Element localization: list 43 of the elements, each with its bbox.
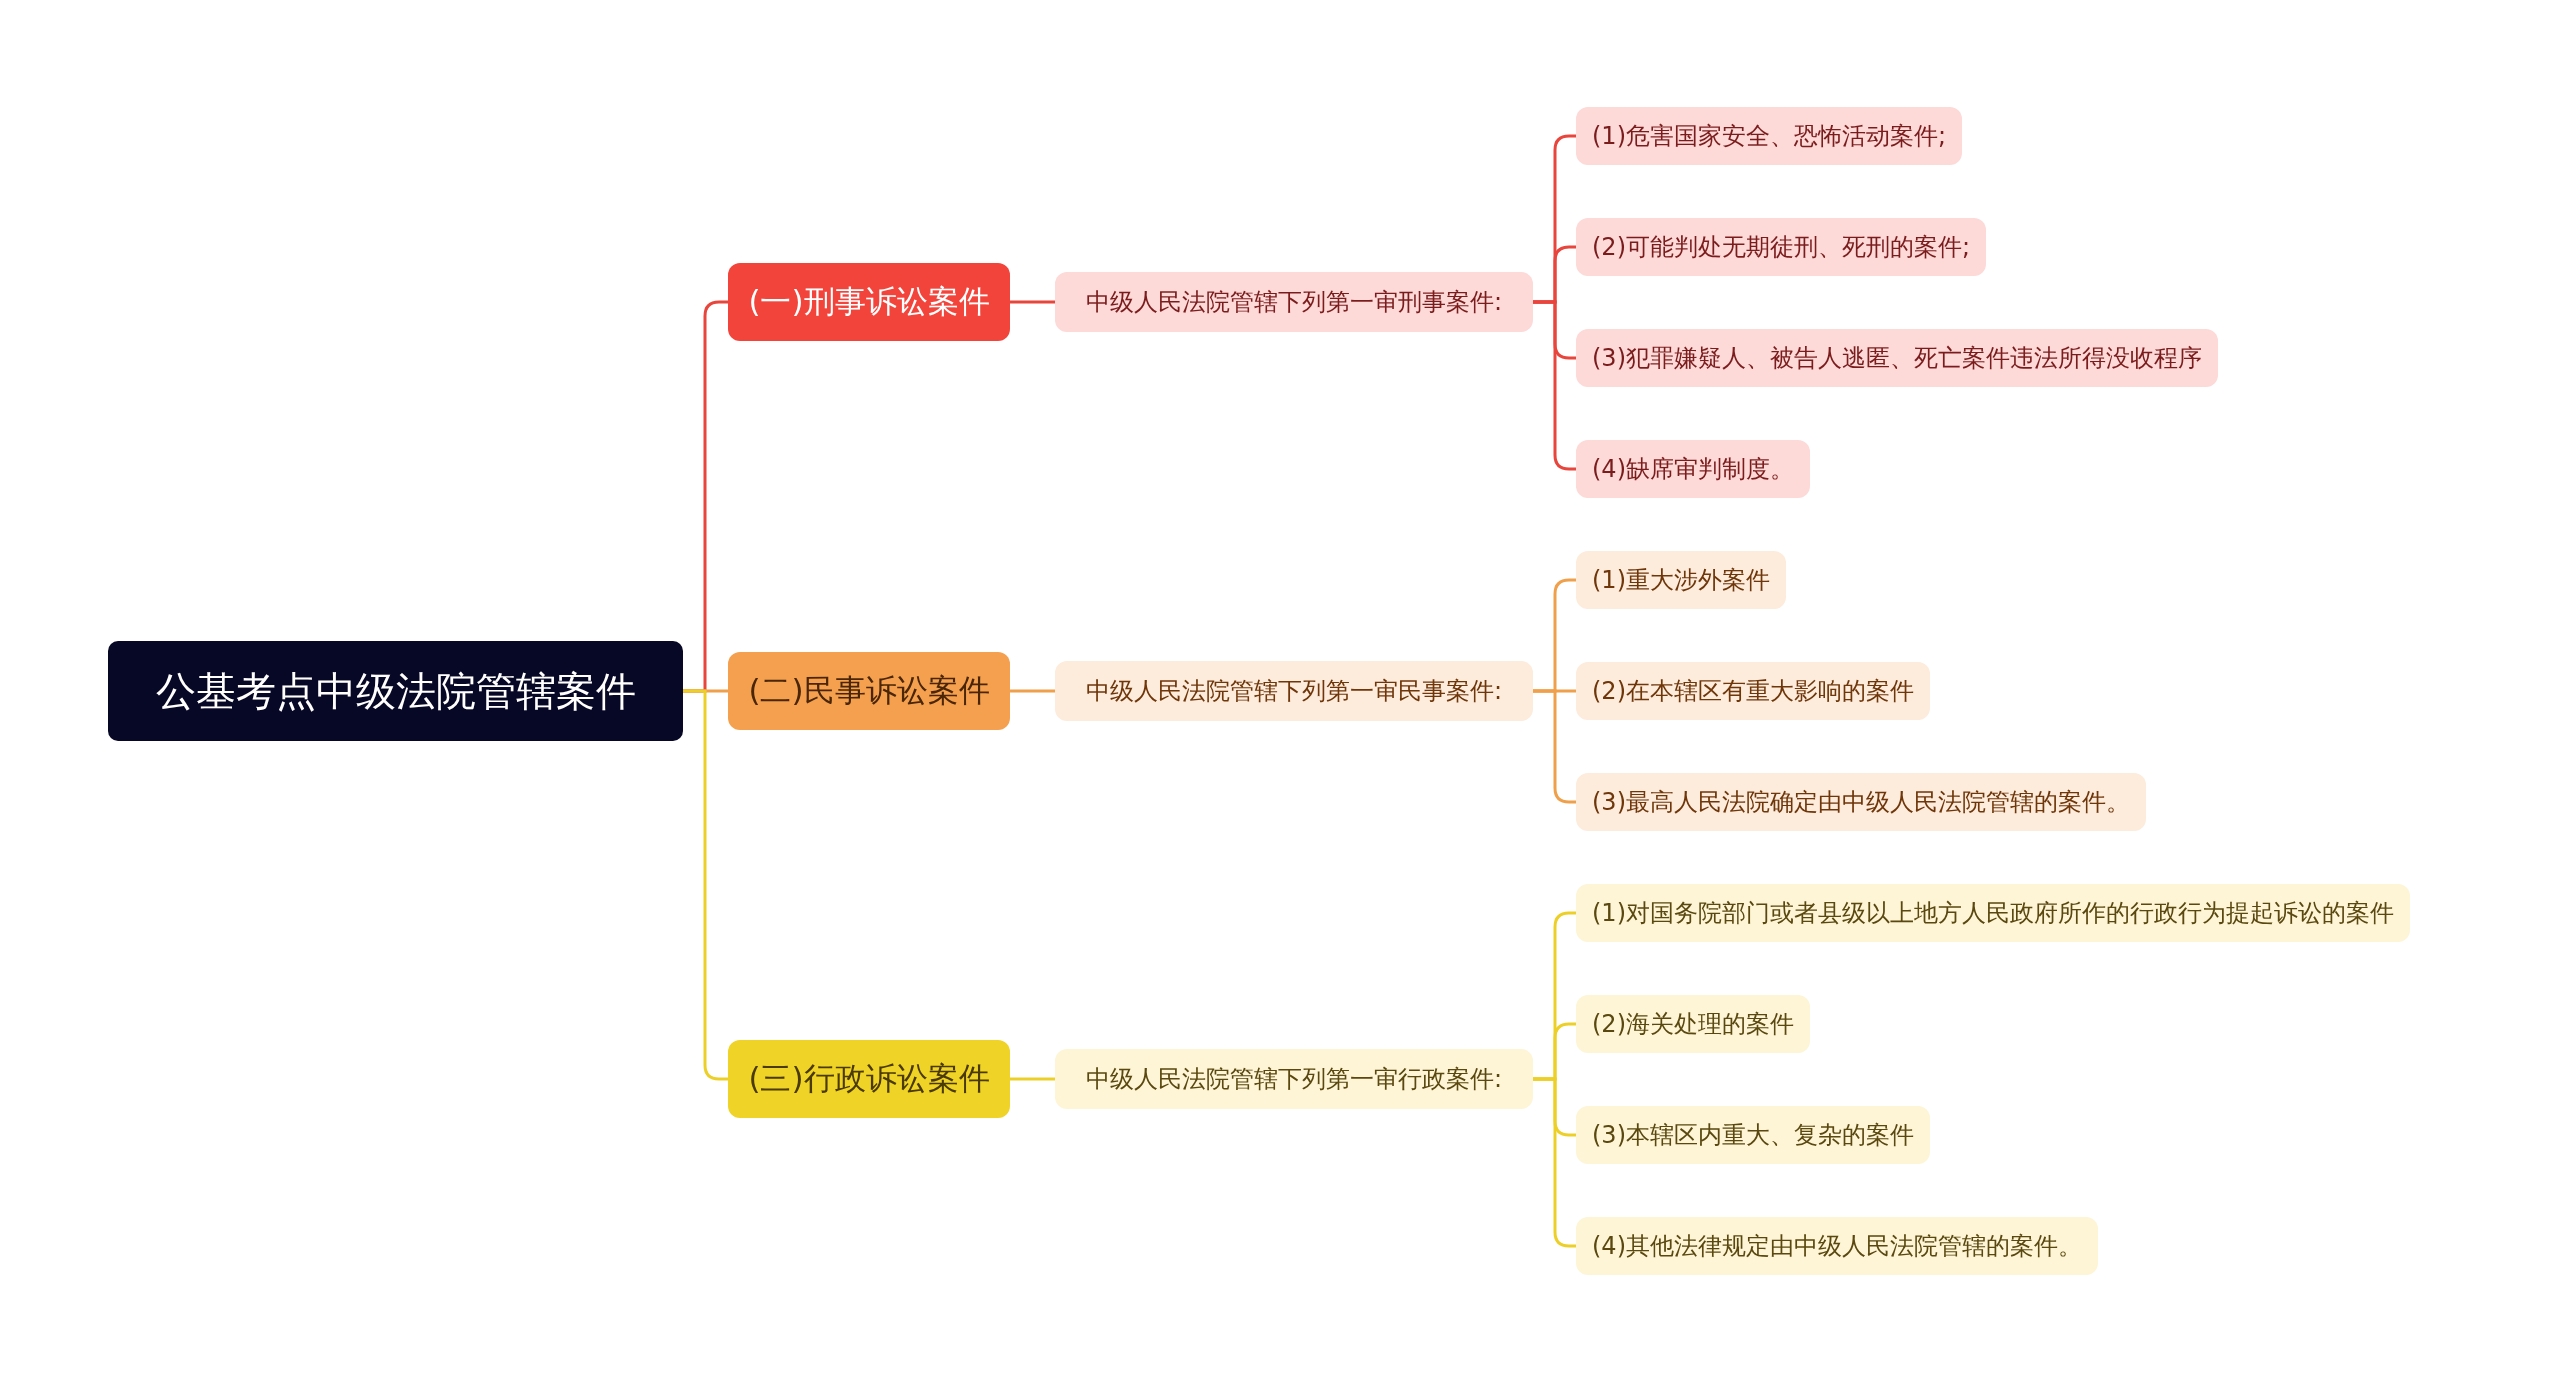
topic-text: (二)民事诉讼案件 [748,671,990,710]
leaf-topic-box [1576,1106,1930,1164]
leaf-topic-box [1576,1217,2098,1275]
leaf-topic-box [1576,995,1810,1053]
topic-text: (1)对国务院部门或者县级以上地方人民政府所作的行政行为提起诉讼的案件 [1592,898,2394,929]
topic-text: (3)本辖区内重大、复杂的案件 [1592,1120,1914,1151]
topic-text: (2)可能判处无期徒刑、死刑的案件; [1592,232,1971,263]
leaf-topic-box [1576,440,1810,498]
connector-line [1010,300,1055,304]
connector-line [683,689,728,1081]
connector-line [1010,689,1055,693]
connector-line [1533,1077,1576,1248]
leaf-topic-box [1576,218,1987,276]
topic-text: (3)犯罪嫌疑人、被告人逃匿、死亡案件违法所得没收程序 [1592,343,2202,374]
leaf-topic-box [1576,662,1930,720]
connector-line [1010,1077,1055,1081]
branch-topic-box [728,1040,1010,1118]
leaf-topic-box [1576,551,1786,609]
topic-text: (1)重大涉外案件 [1592,565,1770,596]
central-topic-box [108,641,683,741]
topic-text: (3)最高人民法院确定由中级人民法院管辖的案件。 [1592,787,2130,818]
topic-text: 中级人民法院管辖下列第一审刑事案件: [1085,287,1503,318]
leaf-topic-box [1576,329,2218,387]
topic-text: 中级人民法院管辖下列第一审行政案件: [1085,1064,1503,1095]
subtopic-box [1055,1049,1533,1109]
connector-line [1533,300,1576,471]
topic-text: (4)其他法律规定由中级人民法院管辖的案件。 [1592,1231,2082,1262]
topic-text: (2)海关处理的案件 [1592,1009,1794,1040]
subtopic-box [1055,661,1533,721]
branch-topic-box [728,263,1010,341]
branch-topic-box [728,652,1010,730]
topic-text: 中级人民法院管辖下列第一审民事案件: [1085,676,1503,707]
topic-text: (2)在本辖区有重大影响的案件 [1592,676,1914,707]
leaf-topic-box [1576,884,2410,942]
topic-text: (三)行政诉讼案件 [748,1059,990,1098]
topic-text: (一)刑事诉讼案件 [748,282,990,321]
connector-line [1533,689,1576,804]
leaf-topic-box [1576,773,2146,831]
topic-text: (4)缺席审判制度。 [1592,454,1794,485]
leaf-topic-box [1576,107,1963,165]
subtopic-box [1055,272,1533,332]
topic-text: 公基考点中级法院管辖案件 [155,666,636,716]
topic-text: (1)危害国家安全、恐怖活动案件; [1592,121,1947,152]
